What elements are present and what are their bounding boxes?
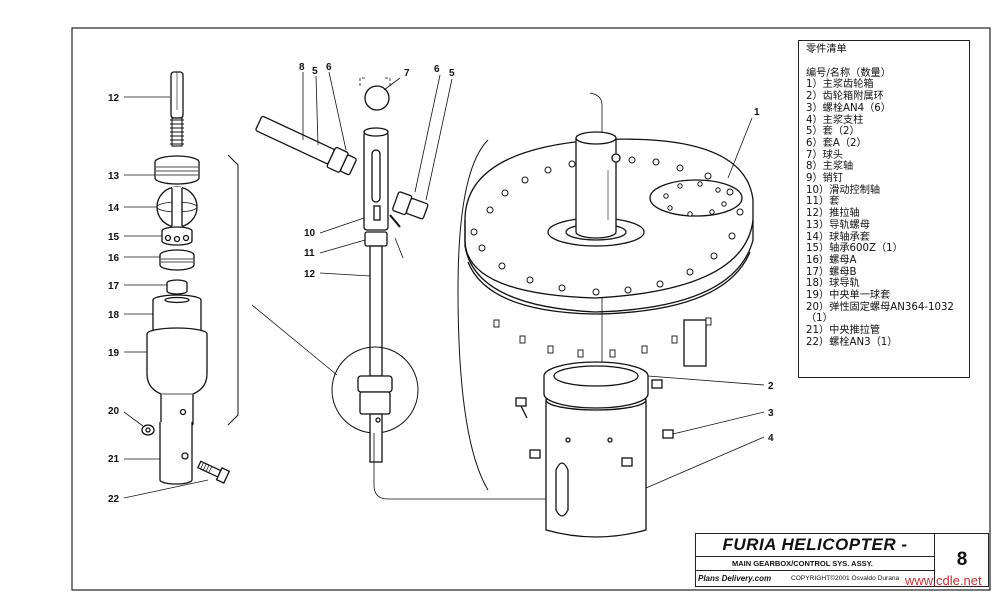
callout-2: 2 [768, 381, 774, 392]
parts-list-header: 编号/名称（数量） [806, 67, 891, 79]
parts-list-item: 5）套（2） [806, 126, 860, 138]
callout-8: 8 [299, 62, 305, 73]
callout-6-left: 6 [326, 62, 332, 73]
parts-list-item: 20）弹性固定螺母AN364-1032（1） [806, 301, 954, 325]
parts-list-item: 21）中央推拉管 [806, 325, 881, 337]
parts-list-item: 2）齿轮箱附属环 [806, 91, 884, 103]
callout-20: 20 [108, 406, 120, 417]
parts-list-item: 19）中央单一球套 [806, 290, 891, 302]
callout-7: 7 [404, 68, 410, 79]
callout-14: 14 [108, 203, 120, 214]
parts-list-title: 零件清单 [806, 44, 847, 55]
callout-5-right: 5 [449, 68, 455, 79]
drawing-title: FURIA HELICOPTER - [696, 534, 934, 557]
parts-list-item: 15）轴承600Z（1） [806, 243, 903, 255]
callout-3: 3 [768, 408, 774, 419]
middle-callout-numbers: 8 5 6 7 6 5 10 11 12 [299, 62, 455, 280]
parts-list-item: 10）滑动控制轴 [806, 184, 881, 196]
callout-16: 16 [108, 253, 120, 264]
page-number: 8 [934, 534, 989, 586]
callout-17: 17 [108, 281, 120, 292]
left-leader-lines [123, 96, 209, 499]
middle-assembly-drawing [255, 77, 429, 463]
callout-4: 4 [768, 433, 774, 444]
left-callout-numbers: 12 13 14 15 16 17 18 19 20 21 22 [108, 93, 120, 505]
parts-list-item: 6）套A（2） [806, 137, 867, 149]
callout-1: 1 [754, 107, 760, 118]
parts-list-item: 4）主浆支柱 [806, 114, 864, 126]
parts-list-item: 18）球导轨 [806, 278, 860, 290]
callout-10: 10 [304, 228, 316, 239]
parts-list-item: 8）主浆轴 [806, 161, 854, 173]
gearbox-drawing [464, 131, 754, 538]
callout-18: 18 [108, 310, 120, 321]
parts-list-item: 1）主浆齿轮箱 [806, 79, 874, 91]
parts-list-item: 12）推拉轴 [806, 208, 860, 220]
callout-5-left: 5 [312, 66, 318, 77]
callout-15: 15 [108, 232, 120, 243]
parts-list-item: 17）螺母B [806, 266, 857, 278]
drawing-subtitle: MAIN GEARBOX/CONTROL SYS. ASSY. [696, 557, 934, 571]
parts-list-item: 7）球头 [806, 149, 844, 161]
callout-22: 22 [108, 494, 120, 505]
brand-text: Plans Delivery.com [698, 574, 772, 583]
parts-list-item: 3）螺栓AN4（6） [806, 102, 891, 114]
callout-12-mid: 12 [304, 269, 316, 280]
copyright-text: COPYRIGHT©2001 Osvaldo Durana [791, 575, 900, 582]
middle-bracket-curve [457, 139, 489, 491]
callout-6-right: 6 [434, 64, 440, 75]
callout-19: 19 [108, 348, 120, 359]
right-leader-lines [645, 117, 765, 489]
watermark: www.cdle.net [905, 573, 982, 588]
callout-21: 21 [108, 454, 120, 465]
callout-13: 13 [108, 171, 120, 182]
left-bracket-line [227, 154, 239, 426]
parts-list-item: 9）销钉 [806, 173, 844, 185]
title-block: FURIA HELICOPTER - MAIN GEARBOX/CONTROL … [695, 533, 989, 587]
parts-list-item: 16）螺母A [806, 254, 857, 266]
right-callout-numbers: 1 2 3 4 [754, 107, 774, 444]
callout-12-left: 12 [108, 93, 120, 104]
parts-list-item: 13）导轨螺母 [806, 219, 870, 231]
sheet-border [71, 27, 991, 591]
callout-11: 11 [304, 248, 315, 259]
left-assembly-drawing [141, 71, 231, 485]
parts-list-item: 14）球轴承套 [806, 231, 870, 243]
parts-list-item: 11）套 [806, 196, 840, 208]
parts-list-item: 22）螺栓AN3（1） [806, 336, 898, 348]
parts-list: 零件清单 编号/名称（数量） 1）主浆齿轮箱 2）齿轮箱附属环 3）螺栓AN4（… [798, 40, 970, 378]
